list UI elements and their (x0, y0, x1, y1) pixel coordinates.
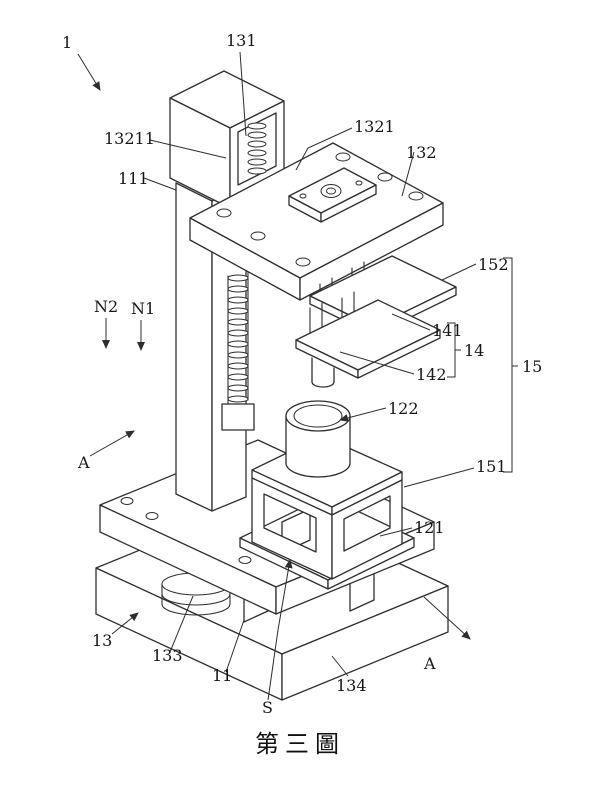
label-121: 121 (414, 518, 445, 537)
leader-cylinder (339, 407, 387, 422)
bolt-hole (335, 152, 351, 162)
label-131: 131 (226, 31, 257, 50)
screw-nut-block (221, 403, 255, 431)
leader-plate141 (391, 313, 431, 331)
bracket-15 (503, 257, 518, 473)
label-134: 134 (336, 676, 367, 695)
label-1: 1 (62, 33, 72, 52)
reference-labels: 1 131 13211 1321 132 111 152 141 14 142 … (62, 31, 542, 717)
leader-frame-plate (379, 527, 413, 537)
arrow-section-a-right (423, 596, 471, 640)
bolt-hole (120, 497, 134, 505)
mount-pad (288, 167, 377, 223)
pad-center-hole-inner (326, 187, 336, 195)
top-plate-front-right-face (299, 202, 444, 301)
bolt-hole (377, 172, 393, 182)
label-122: 122 (388, 399, 419, 418)
pad-corner-hole (355, 180, 363, 186)
cylinder (285, 400, 351, 478)
label-152: 152 (478, 255, 509, 274)
hanging-plates (295, 255, 457, 388)
leader-plate152 (441, 263, 477, 281)
leader-lines (77, 51, 518, 701)
spring-disc (161, 593, 231, 606)
label-n2: N2 (94, 297, 118, 316)
frame-panel-right (331, 479, 403, 580)
cylinder-body (285, 415, 351, 478)
bracket-14 (447, 322, 461, 378)
pad-front-right-face (320, 184, 377, 223)
figure-caption: 第三圖 (255, 730, 345, 758)
label-1321: 1321 (354, 117, 395, 136)
housing-window (237, 112, 277, 186)
label-14: 14 (464, 341, 484, 360)
label-151: 151 (476, 457, 507, 476)
leader-frame (403, 467, 475, 488)
bolt-hole (250, 231, 266, 241)
lead-screw-upper (247, 122, 267, 175)
leader-screw-nut (149, 139, 227, 159)
leader-screw (239, 51, 247, 137)
leader-column (143, 177, 177, 191)
label-13211: 13211 (104, 129, 155, 148)
bolt-hole (408, 191, 424, 201)
bolt-hole (145, 512, 159, 520)
lead-screw-lower (221, 271, 255, 431)
label-a-right: A (423, 654, 436, 673)
label-142: 142 (416, 365, 447, 384)
bolt-hole (238, 556, 252, 564)
label-s: S (262, 698, 273, 717)
label-n1: N1 (131, 299, 155, 318)
leader-top-plate (401, 151, 415, 197)
label-15: 15 (522, 357, 542, 376)
arrow-base (111, 612, 139, 635)
bolt-hole (216, 208, 232, 218)
label-141: 141 (432, 321, 463, 340)
label-111: 111 (118, 169, 149, 188)
leader-base-plate (225, 619, 245, 673)
label-132: 132 (406, 143, 437, 162)
pad-corner-hole (299, 193, 307, 199)
slab-front-right-face (281, 585, 449, 701)
label-133: 133 (152, 646, 183, 665)
spring-disc (161, 603, 231, 616)
leader-device (77, 53, 101, 91)
label-a-left: A (77, 453, 90, 472)
plate-stub-cylinder (311, 357, 335, 388)
label-11: 11 (212, 666, 232, 685)
plate141-front-right-face (357, 329, 441, 379)
cylinder-top-inner (293, 404, 343, 428)
leader-plate142 (339, 351, 415, 375)
leader-sensor (267, 559, 293, 701)
label-13: 13 (92, 631, 112, 650)
bolt-hole (295, 257, 311, 267)
leader-spring (169, 595, 194, 653)
leader-base-slab (331, 655, 349, 677)
leader-mount (295, 127, 353, 171)
arrow-section-a-left (89, 430, 135, 457)
